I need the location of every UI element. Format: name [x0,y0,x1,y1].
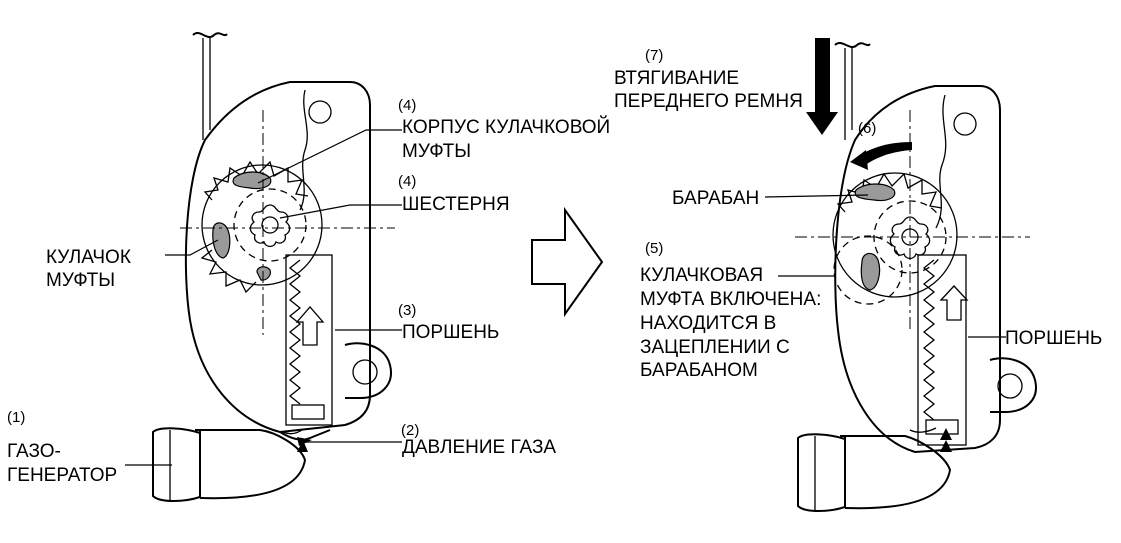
left-gas-arrow [297,440,308,452]
left-piston-arrow [295,306,325,346]
left-piston-head [291,404,325,420]
leader-clutch-cam [165,239,219,256]
right-piston-arrow [939,285,969,321]
left-lug [344,342,392,399]
leader-gear [279,204,402,219]
gas-generator-label-1: ГАЗО- [7,441,61,462]
clutch-engaged-label-3: НАХОДИТСЯ В [640,313,777,334]
piston-right-label: ПОРШЕНЬ [1005,328,1103,349]
right-rack-teeth [922,259,936,421]
clutch-engaged-label-4: ЗАЦЕПЛЕНИИ С [640,337,790,358]
left-cam-bottom [256,266,271,281]
right-gas-pipe [840,435,952,510]
right-housing [834,85,1001,454]
rotation-arrow [850,150,868,170]
left-gas-pipe [195,429,307,500]
left-assembly [152,32,395,502]
leader-lines [125,129,1006,466]
left-ring-teeth [203,160,309,201]
clutch-cam-label-1: КУЛАЧОК [46,247,131,268]
left-gear [249,204,291,248]
left-belt-end [192,32,228,38]
left-piston-channel [285,254,333,426]
right-belt-end [834,42,871,48]
gas-pressure-number: (2) [401,422,420,439]
clutch-engaged-label-5: БАРАБАНОМ [640,360,758,381]
clutch-housing-label-1: КОРПУС КУЛАЧКОВОЙ [402,117,611,138]
belt-retraction-arrow [806,38,838,135]
right-piston-head [925,419,959,435]
belt-retraction-label-2: ПЕРЕДНЕГО РЕМНЯ [614,91,803,112]
left-mount-hole [308,100,332,124]
right-gas-arrow [940,440,952,452]
right-lug [989,357,1037,413]
right-drum-ring [832,172,958,298]
gear-number: (4) [398,173,417,190]
drum-label: БАРАБАН [672,188,760,209]
rotation-number: (6) [858,120,877,137]
left-rack-teeth [288,259,302,405]
leader-clutch-housing [257,129,402,184]
gas-generator-number: (1) [7,409,26,426]
clutch-engaged-number: (5) [645,240,664,257]
gas-pressure-label: ДАВЛЕНИЕ ГАЗА [402,437,557,458]
gear-label: ШЕСТЕРНЯ [402,194,510,215]
transition-arrow [531,206,604,318]
gas-generator-label-2: ГЕНЕРАТОР [7,465,118,486]
clutch-engaged-label-2: МУФТА ВКЛЮЧЕНА: [640,289,822,310]
left-gear-pitch [233,188,307,262]
belt-retraction-number: (7) [645,47,664,64]
piston-left-label: ПОРШЕНЬ [402,322,500,343]
right-ring-teeth [836,172,943,213]
right-cam-engaged [860,252,881,291]
leader-drum [764,194,869,198]
right-mount-hole [953,112,977,136]
left-housing [184,81,371,434]
right-piston-channel [917,254,967,446]
right-assembly [795,38,1037,512]
right-cam-top [854,183,896,202]
piston-left-number: (3) [398,302,417,319]
clutch-housing-number: (4) [398,97,417,114]
left-gas-generator [152,427,201,502]
left-cam-top [232,171,272,190]
right-clutch-engaged-circle [833,235,903,305]
clutch-engaged-label-1: КУЛАЧКОВАЯ [640,265,764,286]
clutch-cam-label-2: МУФТЫ [46,270,116,291]
left-cam-left [212,222,231,259]
right-gas-generator [797,433,846,512]
belt-retraction-label-1: ВТЯГИВАНИЕ [614,68,740,89]
clutch-housing-label-2: МУФТЫ [402,141,472,162]
left-clutch-ring [201,164,323,286]
